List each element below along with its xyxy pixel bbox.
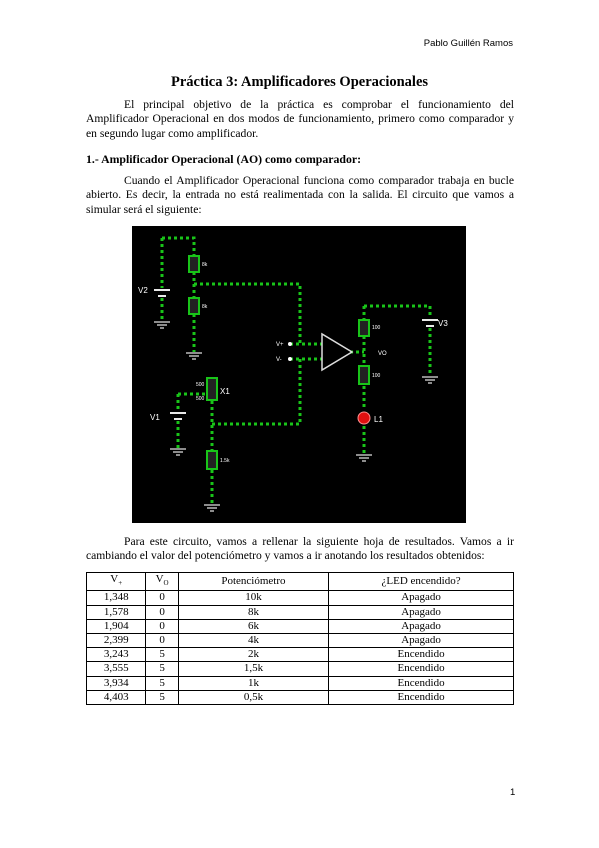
- label-v2: V2: [138, 286, 148, 295]
- table-cell: 4,403: [85, 689, 147, 706]
- table-cell: Encendido: [328, 661, 514, 677]
- table-cell: Apagado: [328, 604, 514, 620]
- label-v3: V3: [438, 319, 448, 328]
- table-cell: 2k: [177, 647, 330, 663]
- table-cell: 3,934: [85, 675, 147, 691]
- table-cell: Encendido: [328, 647, 514, 663]
- table-cell: 4k: [177, 632, 330, 649]
- table-cell: 5: [145, 689, 179, 706]
- battery-v2: [154, 289, 170, 297]
- table-cell: 1,904: [85, 618, 147, 635]
- table-cell: Encendido: [328, 689, 514, 706]
- circuit-diagram: V2 8k 8k V+ V- VO 100 100 V3 500 500 X1 …: [132, 226, 466, 523]
- header-pot: Potenciómetro: [177, 571, 330, 592]
- table-cell: 5: [145, 647, 179, 663]
- label-r-bottom: 8k: [202, 304, 208, 310]
- label-vplus: V+: [276, 342, 284, 348]
- table-cell: 0: [145, 632, 179, 649]
- label-x1: X1: [220, 387, 230, 396]
- node-vplus: [288, 342, 292, 346]
- table-cell: Apagado: [328, 618, 514, 635]
- label-vo: VO: [378, 351, 387, 357]
- results-table: V+ VO Potenciómetro ¿LED encendido? 1,34…: [85, 571, 514, 706]
- table-cell: 1,5k: [177, 661, 330, 677]
- table-cell: 2,399: [85, 632, 147, 649]
- table-cell: Apagado: [328, 632, 514, 649]
- table-cell: 0,5k: [177, 689, 330, 706]
- label-pot-top: 500: [196, 382, 205, 388]
- table-cell: 1,578: [85, 604, 147, 620]
- label-r-top: 8k: [202, 262, 208, 268]
- battery-v3: [422, 319, 438, 327]
- table-cell: 3,555: [85, 661, 147, 677]
- header-vo: VO: [145, 571, 179, 592]
- op-amp-symbol: [321, 332, 354, 372]
- battery-v1: [170, 412, 186, 420]
- table-cell: 0: [145, 618, 179, 635]
- circuit-wires: [160, 236, 432, 504]
- after-figure-paragraph: Para este circuito, vamos a rellenar la …: [86, 535, 514, 563]
- table-cell: 0: [145, 590, 179, 606]
- header-led: ¿LED encendido?: [328, 571, 514, 592]
- table-cell: 10k: [177, 590, 330, 606]
- label-r-out-top: 100: [372, 325, 381, 331]
- label-r-pot-base: 1.5k: [220, 458, 230, 464]
- table-cell: 5: [145, 661, 179, 677]
- intro-paragraph: El principal objetivo de la práctica es …: [86, 98, 514, 140]
- ground-symbols: [154, 321, 438, 512]
- label-vminus: V-: [276, 357, 282, 363]
- table-cell: Apagado: [328, 590, 514, 606]
- table-cell: 3,243: [85, 647, 147, 663]
- table-cell: 6k: [177, 618, 330, 635]
- table-cell: Encendido: [328, 675, 514, 691]
- page-header-author: Pablo Guillén Ramos: [423, 38, 513, 49]
- label-v1: V1: [150, 413, 160, 422]
- section-paragraph: Cuando el Amplificador Operacional funci…: [86, 174, 514, 216]
- led-l1: [357, 411, 371, 425]
- header-vplus: V+: [85, 571, 147, 592]
- resistors: [188, 255, 370, 470]
- label-pot-bottom: 500: [196, 396, 205, 402]
- table-cell: 8k: [177, 604, 330, 620]
- table-cell: 5: [145, 675, 179, 691]
- table-cell: 0: [145, 604, 179, 620]
- circuit-svg: V2 8k 8k V+ V- VO 100 100 V3 500 500 X1 …: [138, 236, 448, 512]
- page-number: 1: [510, 787, 516, 798]
- section-heading: 1.- Amplificador Operacional (AO) como c…: [86, 152, 362, 166]
- table-cell: 1k: [177, 675, 330, 691]
- label-l1: L1: [374, 415, 383, 424]
- page-title: Práctica 3: Amplificadores Operacionales: [170, 74, 429, 90]
- label-r-out-bottom: 100: [372, 373, 381, 379]
- node-vminus: [288, 357, 292, 361]
- table-cell: 1,348: [85, 590, 147, 606]
- table-header-row: V+ VO Potenciómetro ¿LED encendido?: [85, 571, 514, 592]
